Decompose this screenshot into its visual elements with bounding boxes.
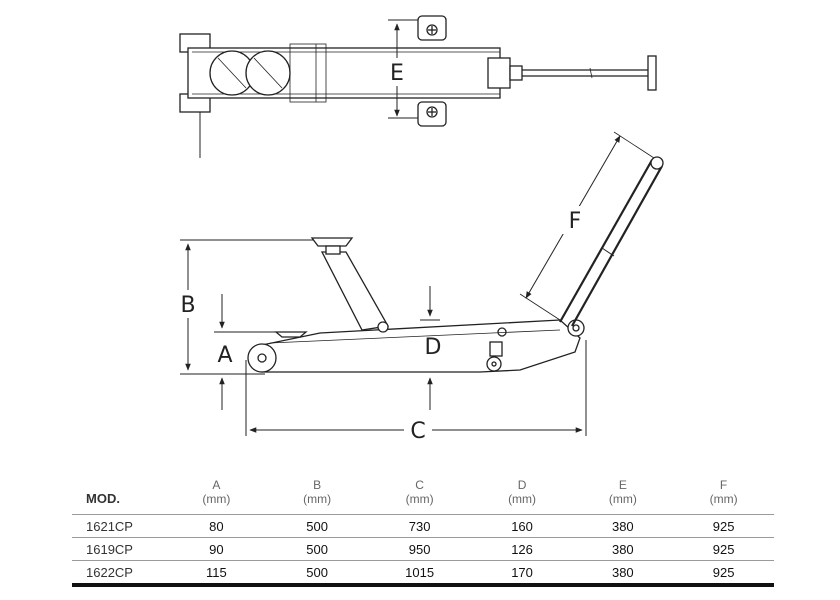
table-cell: 160 [471,514,573,538]
table-row: 1619CP 90 500 950 126 380 925 [72,537,774,561]
dimension-label-d: D [425,335,442,360]
specification-table: MOD. A(mm) B(mm) C(mm) D(mm) E(mm) F(mm)… [72,478,774,587]
dimension-label-f: F [569,209,582,234]
table-cell: 380 [572,560,674,587]
table-cell: 1015 [367,560,472,587]
table-cell: 925 [673,514,774,538]
table-cell: 925 [673,537,774,561]
table-cell: 115 [166,560,267,587]
model-cell: 1622CP [72,560,166,587]
table-cell: 950 [367,537,472,561]
jack-technical-drawing: E [178,15,664,444]
side-view [178,131,664,442]
model-cell: 1619CP [72,537,166,561]
table-cell: 126 [471,537,573,561]
table-cell: 500 [266,560,368,587]
column-header-f: F(mm) [709,478,738,506]
column-header-e: E(mm) [608,478,637,506]
column-header-b: B(mm) [303,478,332,506]
model-cell: 1621CP [72,514,166,538]
table-cell: 730 [367,514,472,538]
table-cell: 90 [166,537,267,561]
table-cell: 925 [673,560,774,587]
column-header-a: A(mm) [202,478,231,506]
table-cell: 500 [266,537,368,561]
table-cell: 380 [572,537,674,561]
table-cell: 170 [471,560,573,587]
table-cell: 80 [166,514,267,538]
column-header-model: MOD. [86,491,120,506]
top-view [179,15,657,158]
dimension-label-c: C [410,419,425,444]
column-header-c: C(mm) [405,478,434,506]
table-cell: 500 [266,514,368,538]
table-cell: 380 [572,514,674,538]
dimension-label-b: B [180,293,195,318]
table-header-row: MOD. A(mm) B(mm) C(mm) D(mm) E(mm) F(mm) [72,478,774,515]
table-row: 1621CP 80 500 730 160 380 925 [72,514,774,538]
column-header-d: D(mm) [508,478,537,506]
dimension-label-e: E [390,61,404,86]
dimension-label-a: A [217,343,232,368]
table-row: 1622CP 115 500 1015 170 380 925 [72,560,774,587]
